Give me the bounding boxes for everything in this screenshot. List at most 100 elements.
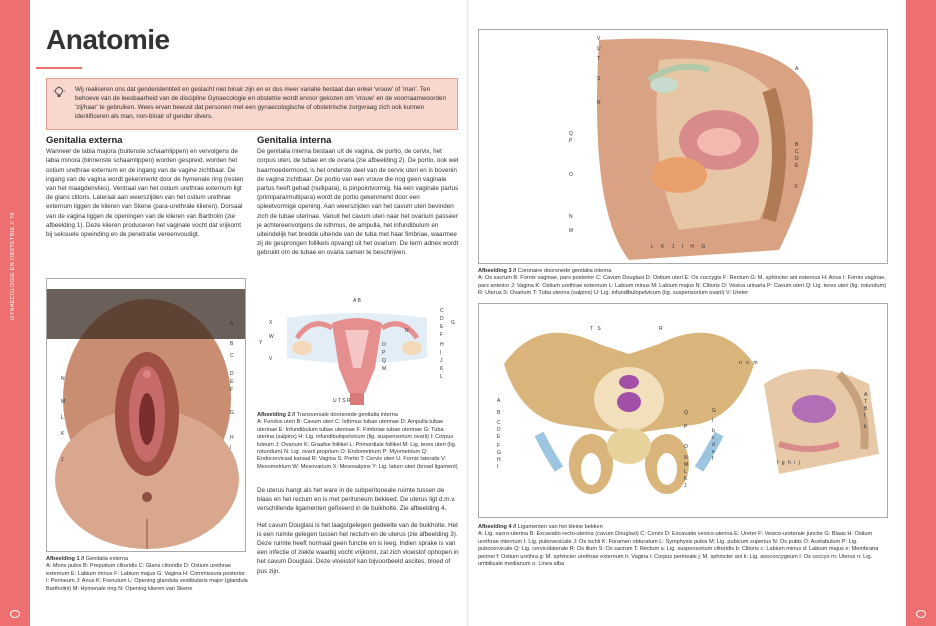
fig1-label-j: J bbox=[61, 457, 64, 463]
fig1-label-k: K bbox=[61, 431, 65, 437]
fig3-label-f: F bbox=[795, 184, 799, 190]
text-interna-3: Het cavum Douglasi is het laagstgelegen … bbox=[257, 521, 459, 575]
left-accent-band bbox=[0, 0, 30, 626]
fig1-label-b: B bbox=[230, 341, 234, 347]
fig4-side-top: n o m bbox=[739, 360, 758, 366]
text-interna: De genitalia interna bestaan uit de vagi… bbox=[257, 148, 459, 257]
fig3-label-bottom: L K J I H G bbox=[651, 244, 706, 250]
fig4-label-p: P bbox=[684, 424, 688, 430]
fig4-side-g: G bbox=[712, 408, 716, 414]
figure-2-illustration bbox=[287, 313, 427, 405]
fig1-caption-name: Genitalia externa bbox=[85, 556, 129, 562]
right-accent-band bbox=[906, 0, 936, 626]
fig4-label-d: D bbox=[497, 427, 501, 433]
column-externa: Genitalia externa Wanneer de labia major… bbox=[46, 136, 246, 239]
fig3-label-u: U bbox=[597, 46, 601, 52]
fig4-label-top: T S bbox=[590, 326, 601, 332]
fig2-label-g: G bbox=[451, 320, 455, 326]
fig4-side-b-right: B bbox=[864, 406, 868, 412]
figure-4-illustration bbox=[504, 332, 879, 494]
right-logo-icon bbox=[916, 610, 926, 618]
fig2-label-w: W bbox=[269, 334, 274, 340]
fig4-side-i-right: I bbox=[864, 413, 866, 419]
fig1-label-a: A bbox=[230, 321, 234, 327]
fig4-side-b: b bbox=[712, 428, 715, 434]
fig1-label-i: I bbox=[230, 445, 232, 451]
fig4-label-top-right: R bbox=[659, 326, 663, 332]
fig4-side-t: T bbox=[864, 399, 868, 405]
heading-externa: Genitalia externa bbox=[46, 135, 123, 146]
fig2-label-j: J bbox=[440, 358, 443, 364]
page-title: Anatomie bbox=[46, 24, 170, 55]
fig3-label-s: S bbox=[597, 76, 601, 82]
fig4-caption-name: Ligamenten van het kleine bekken bbox=[517, 524, 603, 530]
fig2-label-d: D bbox=[440, 316, 444, 322]
fig1-label-d: D bbox=[230, 371, 234, 377]
fig4-label-l: L bbox=[684, 469, 687, 475]
fig4-label-c: C bbox=[497, 420, 501, 426]
left-logo-icon bbox=[10, 610, 20, 618]
fig4-label-f: F bbox=[497, 443, 501, 449]
fig2-label-n: N bbox=[405, 328, 409, 334]
fig2-label-f: F bbox=[440, 332, 444, 338]
note-text: Wij realiseren ons dat genderidentiteit … bbox=[75, 86, 447, 120]
fig4-side-d: d bbox=[712, 442, 715, 448]
fig3-label-v: V bbox=[597, 36, 601, 42]
fig1-label-e: E bbox=[230, 379, 234, 385]
fig4-side-c: c bbox=[712, 435, 715, 441]
fig2-label-c: C bbox=[440, 308, 444, 314]
figure-3-caption: Afbeelding 3 // Coronaire doorsnede geni… bbox=[478, 268, 888, 298]
fig4-side-k: k bbox=[864, 424, 867, 430]
fig4-label-m: M bbox=[684, 462, 689, 468]
heading-interna: Genitalia interna bbox=[257, 135, 332, 146]
fig2-label-q: Q bbox=[382, 358, 386, 364]
fig1-label-c: C bbox=[230, 353, 234, 359]
fig1-label-h: H bbox=[230, 435, 234, 441]
fig3-label-b: B bbox=[795, 142, 799, 148]
fig3-label-q: Q bbox=[569, 131, 573, 137]
fig2-label-e: E bbox=[440, 324, 444, 330]
fig3-caption-name: Coronaire doorsnede genitalia interna bbox=[517, 268, 612, 274]
figure-1-caption: Afbeelding 1 // Genitalia externa A: Mon… bbox=[46, 556, 248, 593]
fig3-label-t: T bbox=[597, 56, 601, 62]
fig1-label-m: M bbox=[61, 399, 66, 405]
fig1-label-g: G bbox=[230, 410, 234, 416]
fig2-label-k: K bbox=[440, 366, 444, 372]
fig4-side-bottom: f g h i j bbox=[777, 460, 800, 466]
fig4-label-o: O bbox=[684, 444, 688, 450]
fig1-label-l: L bbox=[61, 415, 64, 421]
fig4-label-q: Q bbox=[684, 410, 688, 416]
fig4-label-b: B bbox=[497, 410, 501, 416]
fig2-caption-text: A: Fundus uteri B: Cavum uteri C: Isthmu… bbox=[257, 419, 458, 470]
lightbulb-icon bbox=[53, 86, 65, 100]
fig2-label-y: Y bbox=[259, 340, 263, 346]
fig2-label-v: V bbox=[269, 356, 273, 362]
fig3-label-a: A bbox=[795, 66, 799, 72]
text-interna-2: De uterus hangt als het ware in de subpe… bbox=[257, 487, 456, 513]
book-spine bbox=[467, 0, 469, 626]
figure-4-caption: Afbeelding 4 // Ligamenten van het klein… bbox=[478, 524, 888, 568]
fig4-label-e: E bbox=[497, 434, 501, 440]
fig3-label-m: M bbox=[569, 228, 574, 234]
left-page-label: GYNAECOLOGIE EN OBSTETRIE // 78 bbox=[10, 212, 16, 320]
text-externa: Wanneer de labia majora (buitenste schaa… bbox=[46, 148, 244, 239]
fig2-label-x: X bbox=[269, 320, 273, 326]
fig2-caption-name: Transversale doorsnede genitalia interna bbox=[296, 412, 398, 418]
fig4-label-j: J bbox=[684, 483, 687, 489]
fig4-side-e: e bbox=[712, 449, 715, 455]
column-interna-continued: De uterus hangt als het ware in de subpe… bbox=[257, 486, 459, 576]
fig2-label-top: A B bbox=[353, 298, 361, 304]
fig4-label-g: G bbox=[497, 450, 501, 456]
fig4-caption-text: A: Lig. sacro-uterina B: Excavatio recto… bbox=[478, 531, 879, 568]
fig4-side-f: f bbox=[712, 456, 714, 462]
fig4-side-i: I bbox=[712, 418, 714, 424]
fig4-side-a: A bbox=[864, 392, 868, 398]
inclusivity-note: Wij realiseren ons dat genderidentiteit … bbox=[46, 78, 458, 130]
fig2-label-p: P bbox=[382, 350, 386, 356]
fig1-label-f: F bbox=[230, 387, 234, 393]
fig1-caption-text: A: Mons pubis B: Preputium clitoridis C:… bbox=[46, 563, 248, 592]
figure-2-genitalia-interna: A B U T S R C D E F G H I J K L X W V Y … bbox=[257, 298, 459, 408]
fig4-label-a: A bbox=[497, 398, 501, 404]
fig4-label-i: I bbox=[497, 464, 499, 470]
fig3-caption-title: Afbeelding 3 // bbox=[478, 268, 517, 274]
